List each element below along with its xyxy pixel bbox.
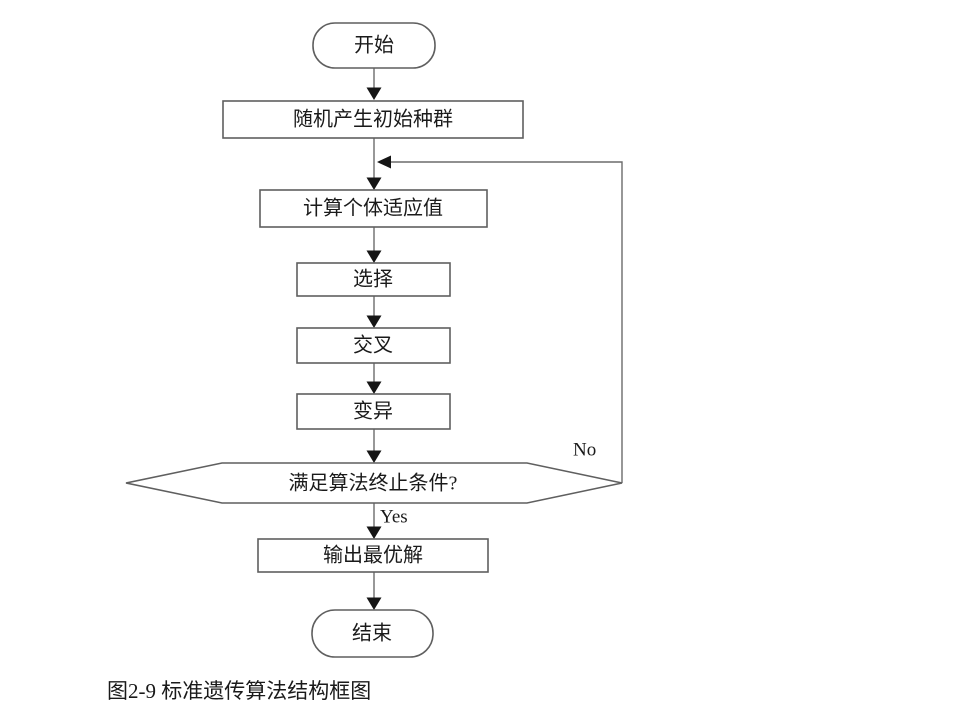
init-population-label: 随机产生初始种群 xyxy=(293,108,453,131)
yes-edge-label: Yes xyxy=(380,506,408,527)
arrowhead-fitness-icon xyxy=(366,177,382,190)
start-node-label: 开始 xyxy=(354,34,394,57)
fitness-label: 计算个体适应值 xyxy=(303,197,443,220)
start-node xyxy=(312,22,436,69)
termination-decision-label: 满足算法终止条件? xyxy=(289,472,458,495)
arrowhead-init-icon xyxy=(366,87,382,100)
arrowhead-selection-icon xyxy=(366,250,382,263)
arrowhead-output-icon xyxy=(366,526,382,539)
end-node xyxy=(311,609,434,658)
mutation-node xyxy=(296,393,451,430)
feedback-loop-line xyxy=(391,161,623,483)
termination-decision-node xyxy=(125,462,623,504)
mutation-label: 变异 xyxy=(353,400,393,423)
output-node xyxy=(257,538,489,573)
init-population-node xyxy=(222,100,524,139)
arrowhead-end-icon xyxy=(366,597,382,610)
feedback-arrowhead-icon xyxy=(377,155,391,169)
no-edge-label: No xyxy=(573,439,596,460)
figure-caption: 图2-9 标准遗传算法结构框图 xyxy=(107,679,371,703)
crossover-label: 交叉 xyxy=(353,334,393,357)
fitness-node xyxy=(259,189,488,228)
selection-node xyxy=(296,262,451,297)
selection-label: 选择 xyxy=(353,268,393,291)
arrowhead-crossover-icon xyxy=(366,315,382,328)
arrowhead-decision-icon xyxy=(366,450,382,463)
end-node-label: 结束 xyxy=(352,622,392,645)
arrowhead-mutation-icon xyxy=(366,381,382,394)
output-label: 输出最优解 xyxy=(323,544,423,567)
crossover-node xyxy=(296,327,451,364)
